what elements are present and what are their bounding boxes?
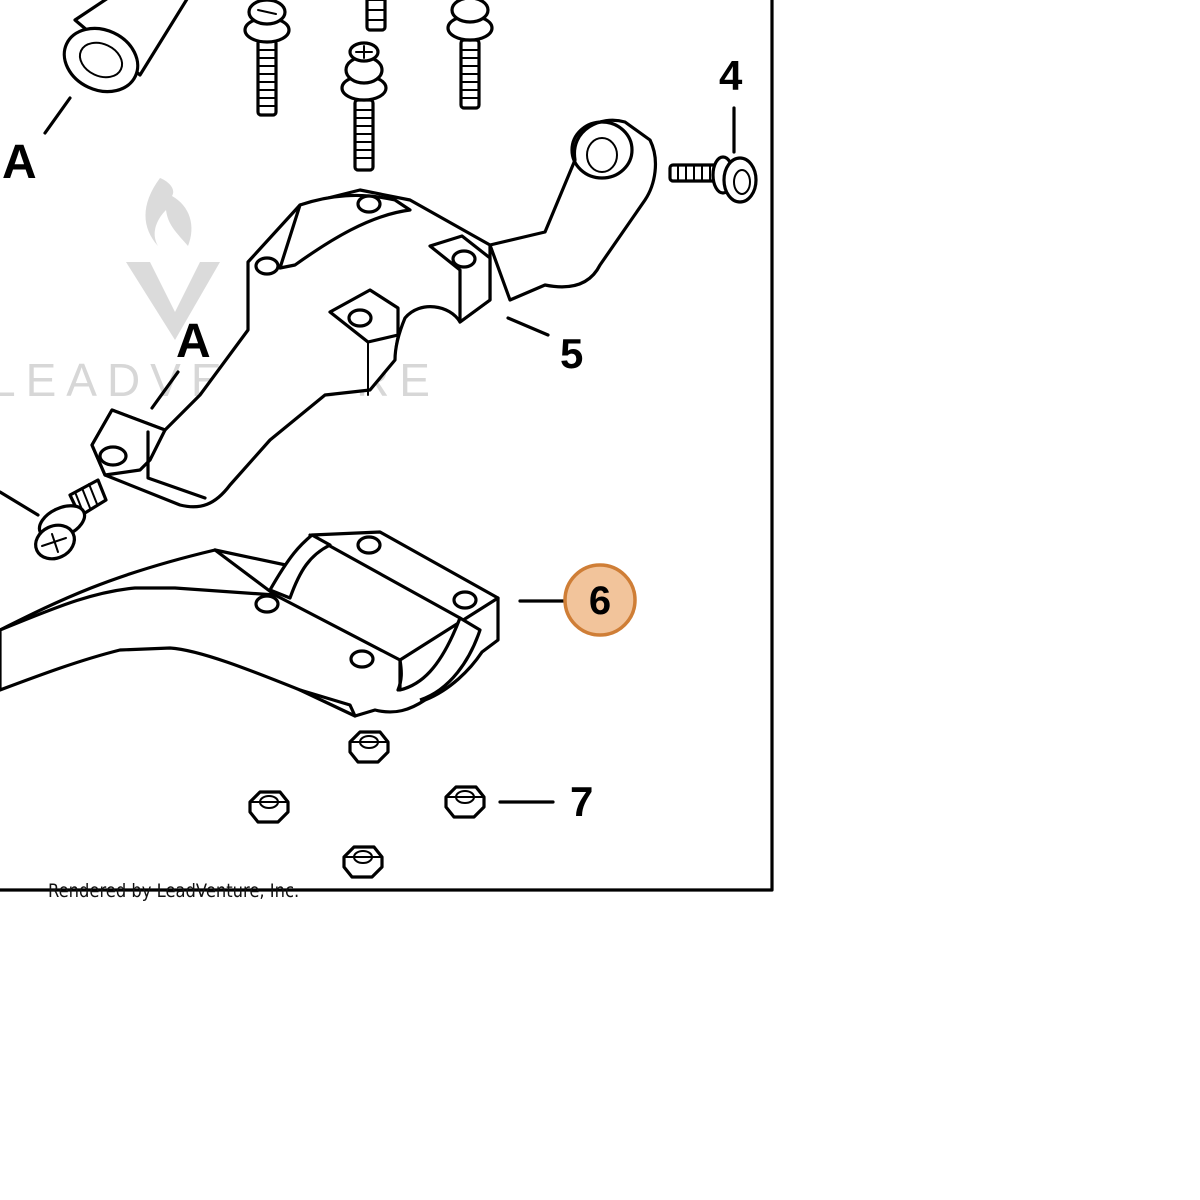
screw-top-center — [365, 0, 387, 32]
screw-top-right — [446, 0, 494, 110]
hex-nut-2 — [248, 790, 290, 824]
callout-a-mid: A — [176, 315, 211, 368]
leader-a-mid — [150, 370, 180, 410]
lower-clamp-base — [0, 530, 500, 718]
watermark-logo — [126, 178, 220, 340]
callout-part-6[interactable]: 6 — [589, 579, 611, 623]
callout-part-4: 4 — [719, 52, 743, 99]
screw-part-4 — [668, 155, 758, 204]
diagram-frame — [0, 0, 774, 892]
leader-part-5 — [506, 316, 550, 337]
screw-top-left — [243, 0, 291, 117]
footer-credit: Rendered by LeadVenture, Inc. — [48, 880, 300, 902]
hex-nut-3 — [444, 785, 486, 819]
callout-part-7: 7 — [570, 778, 593, 825]
screw-center — [340, 41, 388, 172]
leader-a-top — [43, 96, 72, 135]
highlight-circle-part-6[interactable] — [563, 563, 637, 637]
callout-part-5: 5 — [560, 330, 583, 377]
hex-nut-4 — [342, 845, 384, 879]
upper-clamp-bracket — [90, 118, 657, 509]
screw-lower-left — [34, 478, 108, 561]
callout-a-top: A — [2, 136, 37, 189]
spacer-sleeve — [62, 0, 189, 94]
leader-left-screw — [0, 490, 40, 517]
hex-nut-1 — [348, 730, 390, 764]
